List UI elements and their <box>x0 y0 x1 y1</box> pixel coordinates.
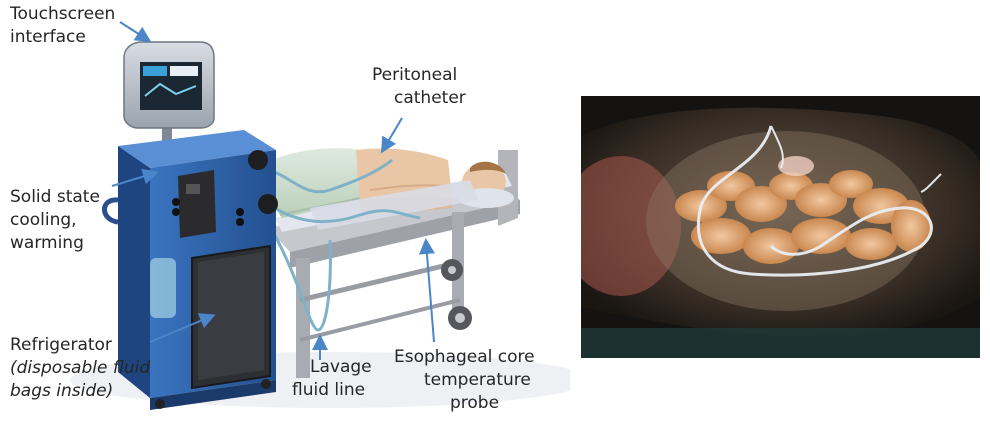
label-peritoneal-catheter: Peritoneal catheter <box>372 64 466 110</box>
arrow-touchscreen <box>120 22 148 40</box>
control-panel <box>178 170 216 238</box>
pump-head <box>258 194 278 214</box>
bed-wheel <box>455 313 465 323</box>
label-cooling-warming: Solid state cooling, warming <box>10 186 100 255</box>
label-lavage-fluid-line: Lavage fluid line <box>292 356 372 402</box>
label-refrigerator: Refrigerator (disposable fluid bags insi… <box>10 334 150 403</box>
arrow-esophageal <box>426 242 434 342</box>
cooling-system-illustration: Touchscreen interface Peritoneal cathete… <box>0 0 570 421</box>
abdomen-render-svg <box>581 96 980 358</box>
label-touchscreen: Touchscreen interface <box>10 3 115 49</box>
pump-head <box>248 150 268 170</box>
arrow-catheter <box>383 118 402 150</box>
abdominal-catheter-render <box>581 96 980 358</box>
label-esophageal-probe: Esophageal core temperature probe <box>394 346 535 415</box>
bed-wheel <box>448 266 456 274</box>
